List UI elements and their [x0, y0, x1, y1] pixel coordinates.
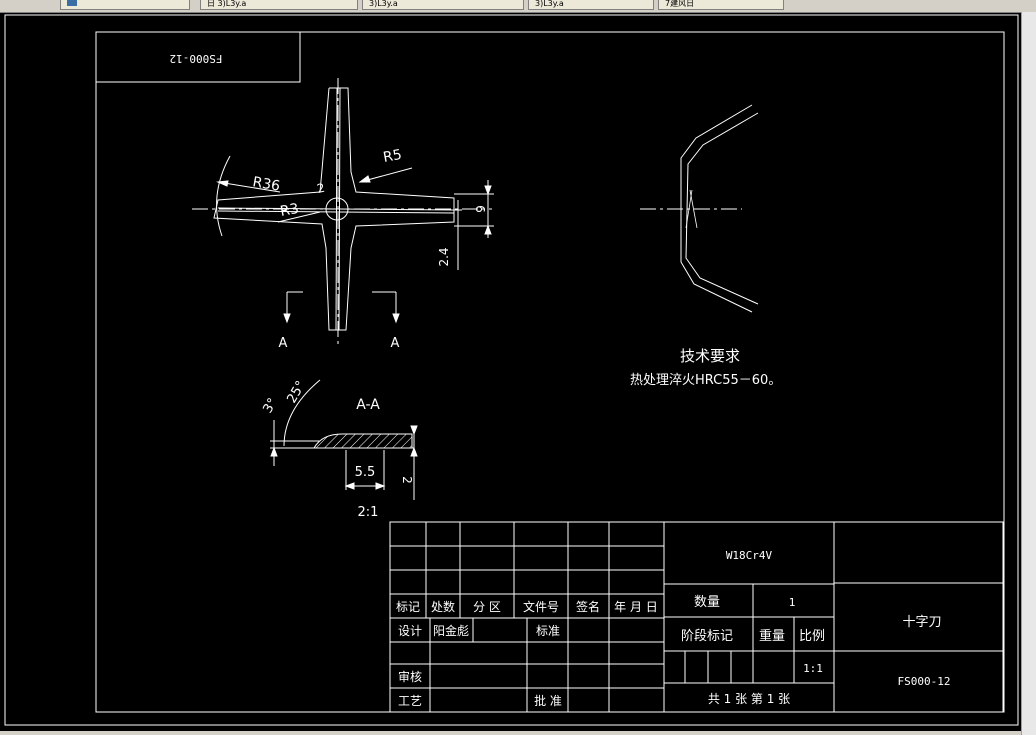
standard-label: 标准 — [536, 624, 560, 638]
ratio-label: 比例 — [799, 629, 825, 644]
dim-angle-3: 3° — [260, 396, 280, 416]
dim-r36: R36 — [251, 174, 281, 195]
part-name: 十字刀 — [902, 615, 941, 630]
side-profile-view — [640, 104, 759, 313]
title-block-grid — [389, 521, 1004, 713]
designer-name: 阳金彪 — [433, 623, 469, 638]
header-doc-no: 文件号 — [523, 599, 559, 614]
section-view-a-a — [270, 379, 418, 500]
tech-req-line: 热处理淬火HRC55－60。 — [630, 373, 781, 388]
ratio-value: 1:1 — [803, 662, 823, 675]
dim-angle-25: 25° — [284, 379, 309, 406]
code-box-text: FS000-12 — [170, 52, 223, 65]
document-tab[interactable] — [60, 0, 190, 10]
dim-5-5: 5.5 — [355, 465, 376, 480]
header-date: 年 月 日 — [614, 600, 658, 614]
dim-r3: R3 — [279, 201, 300, 220]
tech-req-title: 技术要求 — [680, 347, 740, 365]
approve-label: 批 准 — [534, 693, 562, 708]
document-tab-bar: 日 3)L3y.a 3)L3y.a 3)L3y.a 7建风日 — [0, 0, 1036, 13]
dim-r5: R5 — [382, 147, 403, 166]
dim-2-section: 2 — [400, 476, 414, 484]
qty-label: 数量 — [694, 595, 720, 610]
code-box — [95, 31, 301, 83]
cross-blade-view — [192, 78, 494, 344]
document-tab[interactable]: 日 3)L3y.a — [200, 0, 358, 10]
scale-note: 2:1 — [358, 505, 379, 520]
weight-label: 重量 — [759, 628, 785, 644]
dim-6: 6 — [473, 205, 487, 213]
outer-frame — [4, 14, 1019, 726]
process-label: 工艺 — [398, 694, 422, 708]
section-mark-right: A — [391, 336, 400, 351]
sheet-count: 共 1 张 第 1 张 — [708, 692, 790, 706]
stage-label: 阶段标记 — [681, 629, 733, 644]
header-count: 处数 — [431, 599, 455, 614]
section-title: A-A — [356, 397, 380, 413]
tab-icon — [67, 0, 77, 6]
dim-2-4: 2.4 — [437, 247, 451, 266]
header-mark: 标记 — [396, 600, 420, 614]
vertical-scrollbar[interactable] — [1021, 12, 1036, 735]
qty-value: 1 — [789, 596, 796, 609]
material-text: W18Cr4V — [726, 549, 773, 562]
dim-2: 2 — [316, 181, 326, 196]
status-strip — [0, 731, 1021, 735]
review-label: 审核 — [398, 669, 422, 684]
document-tab[interactable]: 7建风日 — [658, 0, 784, 10]
header-sign: 签名 — [576, 599, 600, 614]
document-tab[interactable]: 3)L3y.a — [528, 0, 654, 10]
header-zone: 分 区 — [473, 600, 501, 614]
drawing-number: FS000-12 — [898, 675, 951, 688]
design-label: 设计 — [398, 624, 422, 638]
document-tab[interactable]: 3)L3y.a — [362, 0, 524, 10]
cad-drawing-canvas[interactable]: FS000-12 R36 R5 R3 2 6 2.4 A A A-A 3° 25… — [0, 12, 1021, 731]
section-mark-left: A — [279, 336, 288, 351]
